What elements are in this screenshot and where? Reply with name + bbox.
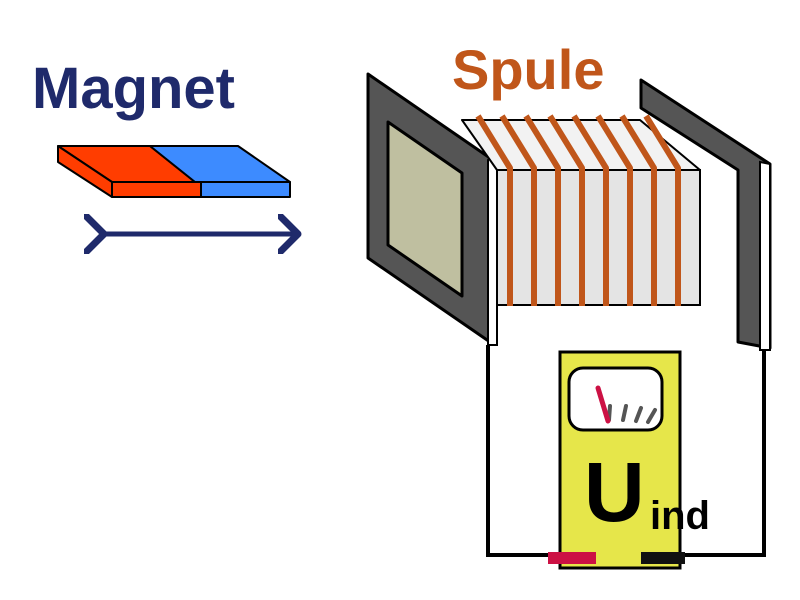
voltmeter <box>548 350 685 570</box>
coil-right-flange <box>639 78 772 351</box>
coil-turn <box>643 114 681 306</box>
coil-turn <box>523 114 561 306</box>
coil-turn <box>499 114 537 306</box>
coil-left-flange <box>366 72 498 346</box>
dial-scale-ticks <box>607 404 657 424</box>
magnet-north-front <box>111 181 202 198</box>
coil-turn <box>619 114 657 306</box>
coil-windings <box>475 114 681 306</box>
coil-turn <box>571 114 609 306</box>
circuit-wires <box>486 345 766 557</box>
magnet-label: Magnet <box>32 56 235 121</box>
coil-turn <box>595 114 633 306</box>
coil-label: Spule <box>452 38 605 101</box>
coil-core <box>461 119 701 306</box>
coil-turn <box>475 114 513 306</box>
voltage-subscript: ind <box>650 494 710 538</box>
bar-magnet <box>57 145 291 198</box>
voltmeter-needle <box>595 385 611 424</box>
terminal-black <box>641 552 685 564</box>
magnet-south-front <box>200 181 291 198</box>
voltage-symbol: U <box>584 445 645 539</box>
terminal-red <box>548 552 596 564</box>
coil-turn <box>547 114 585 306</box>
